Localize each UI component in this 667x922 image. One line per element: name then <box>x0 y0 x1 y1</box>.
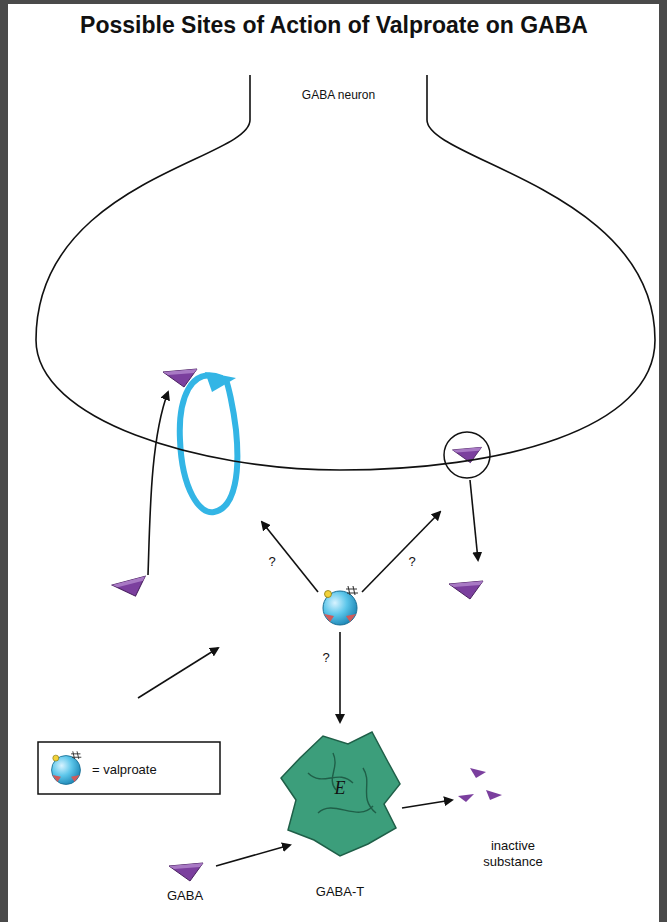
neuron-cell-outline <box>34 74 658 474</box>
enzyme-blob-outline <box>278 728 402 908</box>
question-mark: ? <box>404 554 420 570</box>
release-site <box>444 432 490 478</box>
legend-text: = valproate <box>92 762 157 777</box>
title: Possible Sites of Action of Valproate on… <box>54 12 614 39</box>
reuptake-arrowhead <box>205 372 236 392</box>
annotation-label: inactive substance <box>470 838 556 870</box>
gaba-molecule <box>169 863 203 881</box>
action-arrow <box>339 632 341 722</box>
legend-frame <box>38 742 220 794</box>
enzyme-texture <box>308 753 376 813</box>
entry-arrow <box>138 648 218 698</box>
gaba-molecule <box>449 581 483 599</box>
fragment <box>470 768 486 778</box>
node-text: GABA neuron <box>250 88 427 102</box>
node-text: E <box>318 778 362 799</box>
annotation-label: GABA <box>150 888 220 904</box>
reuptake-loop <box>180 375 238 512</box>
fragment <box>458 794 474 802</box>
gaba-molecule <box>163 369 197 387</box>
fragment <box>486 790 502 800</box>
action-arrow <box>362 512 440 592</box>
gaba-molecule <box>112 576 149 600</box>
neuron-cell-border <box>36 75 655 470</box>
uptake-arrow <box>148 392 168 575</box>
legend-row: = valproate <box>92 760 216 778</box>
node-text: GABA-T <box>280 884 400 899</box>
neuron-cell: GABA neuron <box>34 74 658 474</box>
substrate-arrow <box>216 845 290 866</box>
enzyme-blob-border <box>281 732 400 856</box>
product-arrow <box>402 800 452 808</box>
valproate-molecule <box>323 586 358 625</box>
question-mark: ? <box>318 650 334 666</box>
action-arrow <box>262 522 318 592</box>
legend-valproate-icon <box>52 751 82 784</box>
release-arrow <box>470 480 478 560</box>
enzyme-blob: E GABA-T <box>278 728 402 908</box>
question-mark: ? <box>264 554 280 570</box>
